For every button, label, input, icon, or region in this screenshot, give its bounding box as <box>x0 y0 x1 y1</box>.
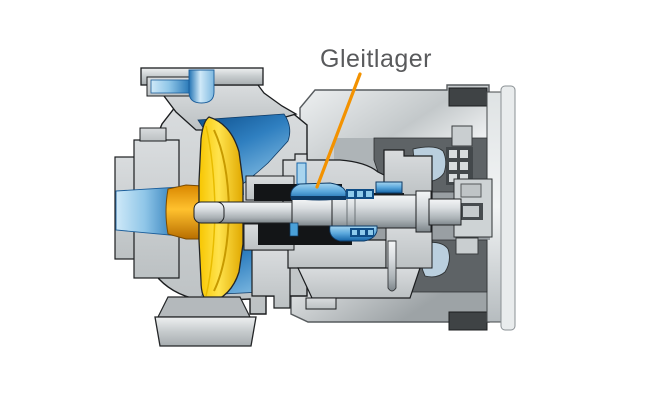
bearing-tab-lower <box>289 222 299 237</box>
discharge-channel-liquid <box>188 69 215 104</box>
leader-line <box>315 72 362 189</box>
gauge-port-liquid <box>150 79 192 94</box>
end-shield-top <box>448 87 488 107</box>
discharge-nozzle <box>140 67 264 104</box>
base-foot <box>154 296 257 347</box>
suction-flange-tab <box>139 127 167 142</box>
plain-bearing <box>289 162 403 242</box>
bearing-teeth-lower <box>352 230 373 235</box>
pedestal <box>157 296 251 318</box>
bracket-foot <box>305 297 337 310</box>
bearing-teeth-upper <box>348 191 372 197</box>
shaft-section-2 <box>291 198 335 227</box>
bearing-ring-right <box>375 181 403 194</box>
shaft-nose <box>193 201 225 224</box>
end-bearing-cap <box>460 183 482 198</box>
shaft-sleeve <box>331 194 419 229</box>
bearing-lube-port <box>296 162 307 185</box>
shaft-section-1 <box>215 201 295 224</box>
foot-base <box>154 316 257 347</box>
end-shield-bottom <box>448 311 488 331</box>
terminal-block <box>451 125 473 147</box>
bearing-liner-upper <box>291 196 346 200</box>
drain-pin <box>387 240 397 292</box>
bracket-lower-mass <box>297 267 421 299</box>
shaft-end <box>428 198 462 226</box>
winding-slot-cells <box>449 150 468 182</box>
component-label: Gleitlager <box>320 45 432 73</box>
lower-hub-block <box>455 237 479 255</box>
end-bearing-insert <box>463 206 479 217</box>
end-cover-outer <box>500 85 516 331</box>
